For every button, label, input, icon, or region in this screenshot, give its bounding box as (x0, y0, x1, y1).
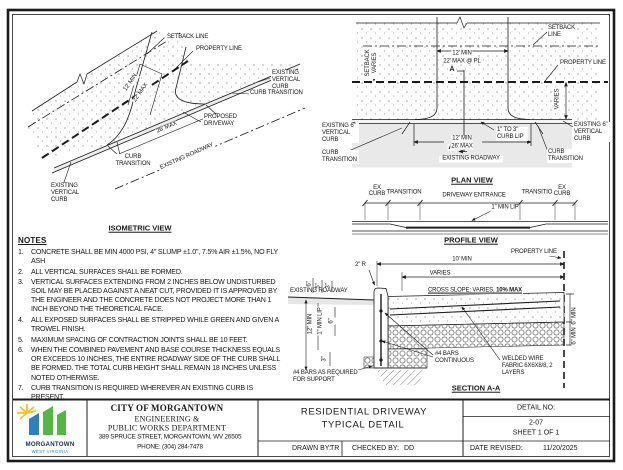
note-item-2: 2. ALL VERTICAL SURFACES SHALL BE FORMED. (18, 268, 282, 277)
plan-section-marker-top: A (448, 66, 456, 74)
profile-driveway-entrance-label: DRIVEWAY ENTRANCE (441, 192, 507, 200)
logo-bar-green-2 (57, 410, 66, 435)
section-bars-continuous-label: #4 BARS CONTINUOUS (434, 351, 478, 365)
note-text: WHEN THE COMBINED PAVEMENT AND BASE COUR… (31, 346, 280, 382)
note-item-1: 1. CONCRETE SHALL BE MIN 4000 PSI, 4" SLU… (18, 248, 282, 266)
note-item-3: 3. VERTICAL SURFACES EXTENDING FROM 2 INC… (18, 278, 282, 314)
iso-proposed-driveway-label: PROPOSED DRIVEWAY (203, 114, 245, 128)
section-property-line-label: PROPERTY LINE (510, 249, 558, 256)
logo-wordmark: MORGANTOWN (25, 441, 75, 448)
checked-by-label: CHECKED BY: (352, 445, 400, 452)
city-name: CITY OF MORGANTOWN (110, 403, 224, 413)
detail-no-label: DETAIL NO: (516, 404, 556, 412)
profile-ex-curb-left-label: EX CURB (367, 184, 387, 199)
drawing-title-line-2: TYPICAL DETAIL (321, 419, 405, 431)
note-item-4: 4. ALL EXPOSED SURFACES SHALL BE STRIPPED… (18, 316, 282, 334)
iso-view-title: ISOMETRIC VIEW (107, 223, 173, 234)
note-number: 3. (18, 278, 24, 287)
plan-view-title: PLAN VIEW (450, 175, 494, 186)
plan-existing-roadway-label: EXISTING ROADWAY (439, 155, 503, 163)
note-text: CURB TRANSITION IS REQUIRED WHEREVER AN … (31, 384, 254, 402)
section-dim-6-min-base: 6" MIN (571, 326, 579, 346)
profile-transition-right-label: TRANSITION (520, 189, 558, 196)
dept-phone: PHONE: (304) 284-7478 (137, 443, 203, 450)
plan-varies-dim: VARIES (554, 87, 562, 111)
detail-no-value: 2-07 (528, 419, 544, 427)
note-number: 5. (18, 335, 24, 344)
section-existing-roadway-label: EXISTING ROADWAY (290, 288, 348, 294)
date-revised-label: DATE REVISED: (470, 445, 523, 452)
section-cross-slope-label: CROSS SLOPE: VARIES, 10% MAX (426, 287, 524, 295)
section-bars-support-label: #4 BARS AS REQUIRED FOR SUPPORT (292, 370, 372, 384)
plan-dim-26-max: 26' MAX (450, 143, 474, 150)
plan-dim-12-min: 12' MIN (451, 135, 473, 143)
note-item-6: 6. WHEN THE COMBINED PAVEMENT AND BASE CO… (18, 346, 282, 382)
section-dim-5: 5" (315, 283, 322, 289)
note-text: ALL VERTICAL SURFACES SHALL BE FORMED. (31, 267, 183, 276)
section-varies-dim: VARIES (428, 270, 452, 277)
drawing-title-line-1: RESIDENTIAL DRIVEWAY (300, 406, 428, 418)
cross-slope-max: 10% MAX (496, 287, 523, 294)
logo-bar-green-1 (43, 406, 53, 435)
note-number: 4. (18, 316, 24, 325)
section-dim-2-r: 2" R (354, 262, 367, 269)
note-number: 1. (18, 248, 24, 256)
iso-setback-line-label: SETBACK LINE (166, 34, 210, 41)
morgantown-logo (17, 404, 66, 435)
plan-curb-transition-left-label: CURB TRANSITION (321, 150, 359, 164)
plan-dim-12-min-pl: 12' MIN (451, 50, 473, 58)
drawn-by-value: TR (330, 445, 340, 452)
notes-block: NOTES 1. CONCRETE SHALL BE MIN 4000 PSI, … (18, 236, 282, 404)
section-dim-3-top: 3" (325, 283, 332, 289)
section-dim-6-min-concrete: 6" MIN (571, 306, 579, 326)
section-dim-6-mid: 6" (328, 317, 335, 325)
sheet-number: SHEET 1 OF 1 (512, 429, 560, 437)
plan-setback-varies-dim: SETBACK VARIES (365, 47, 379, 79)
note-item-5: 5. MAXIMUM SPACING OF CONTRACTION JOINTS … (18, 336, 282, 345)
profile-transition-left-label: TRANSITION (385, 189, 423, 196)
cross-slope-text: CROSS SLOPE: VARIES, (427, 287, 497, 294)
plan-property-line-label: PROPERTY LINE (559, 60, 607, 67)
dept-line-2: PUBLIC WORKS DEPARTMENT (107, 423, 227, 433)
plan-existing-curb-right-label: EXISTING 6" VERTICAL CURB (573, 122, 611, 143)
note-number: 2. (18, 267, 24, 276)
logo-bar-blue (29, 413, 39, 435)
drawn-by-label: DRAWN BY: (292, 445, 332, 452)
note-text: MAXIMUM SPACING OF CONTRACTION JOINTS SH… (31, 335, 248, 344)
section-dim-6-top: 6" (306, 281, 313, 287)
section-wire-fabric-label: WELDED WIRE FABRIC 6X6X8/8, 2 LAYERS (501, 356, 563, 377)
section-dim-1-min-lip: 1" MIN LIP (317, 306, 325, 336)
note-item-7: 7. CURB TRANSITION IS REQUIRED WHEREVER A… (18, 384, 282, 402)
checked-by-value: DD (404, 445, 415, 452)
plan-curb-transition-right-label: CURB TRANSITION (547, 149, 585, 163)
profile-min-lip-label: 1" MIN LIP (490, 204, 520, 212)
plan-setback-line-label: SETBACK LINE (547, 25, 577, 39)
profile-ex-curb-right-label: EX CURB (552, 184, 572, 199)
section-dim-12-min: 12" MIN (307, 312, 315, 336)
profile-view-title: PROFILE VIEW (443, 235, 499, 246)
note-text: CONCRETE SHALL BE MIN 4000 PSI, 4" SLUMP… (31, 248, 278, 266)
iso-property-line-label: PROPERTY LINE (195, 46, 243, 53)
section-view-title: SECTION A-A (450, 383, 502, 394)
iso-curb-transition-right-label: CURB TRANSITION (249, 90, 304, 97)
iso-existing-vertical-curb-right-label: EXISTING VERTICAL CURB (271, 70, 317, 91)
iso-existing-vertical-curb-left-label: EXISTING VERTICAL CURB (50, 183, 80, 204)
logo-subtext: WEST VIRGINIA (31, 449, 69, 454)
section-dim-3-bottom: 3" (321, 355, 329, 363)
note-text: VERTICAL SURFACES EXTENDING FROM 2 INCHE… (31, 278, 278, 314)
iso-curb-transition-left-label: CURB TRANSITION (114, 154, 152, 168)
note-number: 6. (18, 346, 24, 355)
sun-icon (17, 404, 37, 420)
plan-dim-22-max-pl: 22' MAX @ PL (442, 58, 482, 65)
note-text: ALL EXPOSED SURFACES SHALL BE STRIPPED W… (31, 316, 279, 334)
dept-line-1: ENGINEERING & (134, 414, 200, 423)
section-dim-10-min: 10' MIN (451, 256, 473, 264)
notes-heading: NOTES (18, 236, 47, 245)
note-number: 7. (18, 384, 24, 393)
dept-address: 389 SPRUCE STREET, MORGANTOWN, WV 26505 (98, 433, 242, 441)
plan-curb-lip-label: 1" TO 3" CURB LIP (496, 127, 528, 141)
plan-existing-curb-left-label: EXISTING 6" VERTICAL CURB (321, 123, 359, 144)
date-revised-value: 11/20/2025 (543, 445, 578, 452)
